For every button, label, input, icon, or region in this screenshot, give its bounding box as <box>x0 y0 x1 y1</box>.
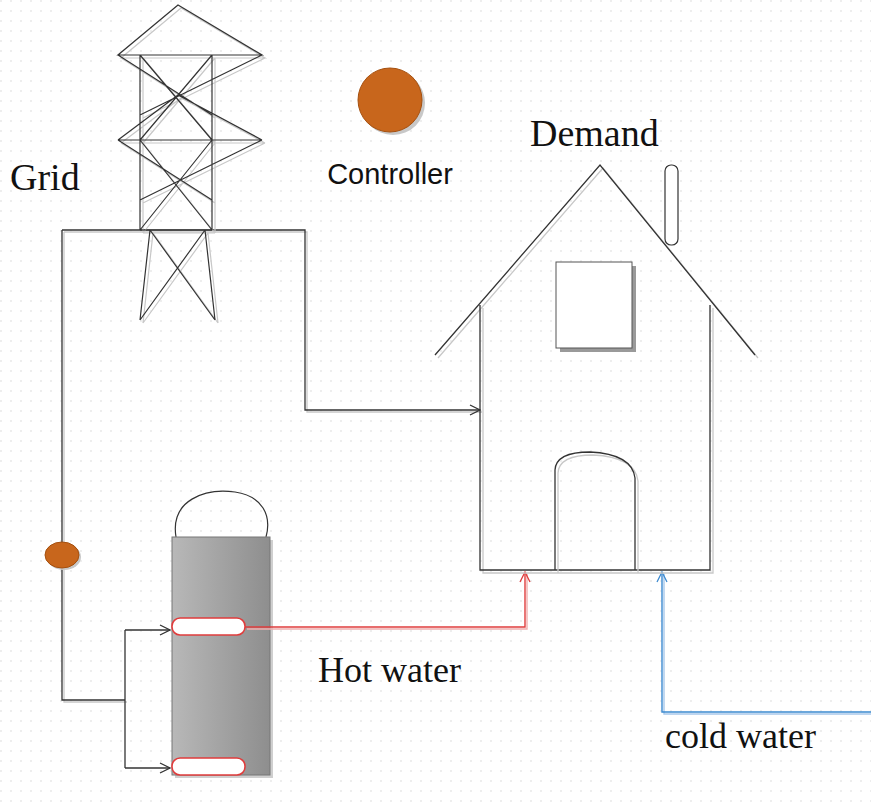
water-heater-tank <box>172 491 273 778</box>
transmission-tower-shape <box>135 0 270 320</box>
house-outline: Demand <box>480 110 710 570</box>
transmission-tower: Grid <box>135 0 270 320</box>
house-outline-shape <box>480 110 710 570</box>
demand-label: Demand <box>530 112 659 156</box>
controller-circle-shape <box>358 68 422 132</box>
grid-label: Grid <box>10 156 80 200</box>
heating-element <box>172 618 245 635</box>
controller-label: Controller <box>327 158 453 191</box>
heating-element <box>172 758 245 775</box>
switch-dot <box>45 542 81 570</box>
water-pipes <box>245 572 871 714</box>
power-line-connector <box>270 230 480 410</box>
pipe-label: cold water <box>665 716 816 757</box>
controller-circle: Controller <box>358 68 422 132</box>
wire-shadow <box>272 232 482 412</box>
pipe-label: Hot water <box>318 650 461 691</box>
